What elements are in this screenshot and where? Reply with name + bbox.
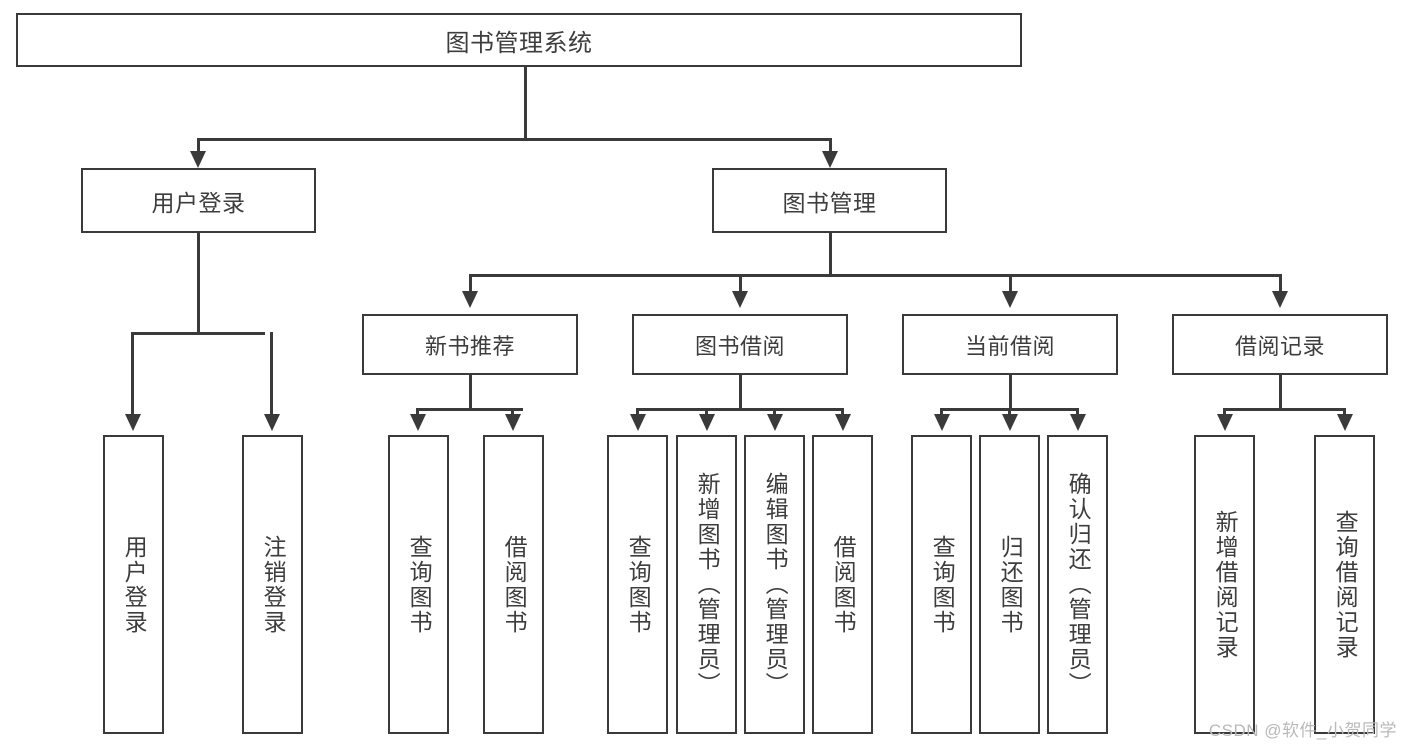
- connector-root-to-user-login: [197, 138, 200, 156]
- leaf-logout[interactable]: 注销登录: [242, 435, 303, 734]
- node-label: 图书管理系统: [445, 29, 593, 57]
- connector-book-borrow-stem: [739, 375, 742, 410]
- node-label: 新增图书（管理员）: [694, 472, 721, 697]
- connector-book-management-stem: [829, 233, 832, 276]
- connector-new-book-bus: [416, 408, 523, 411]
- leaf-add-borrow-record[interactable]: 新增借阅记录: [1194, 435, 1255, 734]
- arrow-down-icon: [1070, 414, 1086, 431]
- node-label: 图书借阅: [694, 333, 785, 359]
- leaf-query-borrow-record[interactable]: 查询借阅记录: [1314, 435, 1375, 734]
- connector-bm-to-new-book: [469, 274, 472, 294]
- node-root-book-management-system[interactable]: 图书管理系统: [16, 13, 1022, 67]
- connector-current-borrow-leaf-1: [940, 408, 943, 418]
- node-label: 当前借阅: [964, 333, 1055, 359]
- arrow-down-icon: [462, 291, 478, 308]
- node-label: 借阅图书: [501, 534, 528, 635]
- connector-root-to-book-management: [829, 138, 832, 156]
- node-label: 查询图书: [625, 534, 652, 635]
- connector-bm-to-borrow-record: [1279, 274, 1282, 294]
- node-label: 新增借阅记录: [1212, 509, 1239, 660]
- connector-borrow-record-leaf-2: [1343, 408, 1346, 418]
- node-borrow-record[interactable]: 借阅记录: [1172, 314, 1388, 375]
- connector-book-borrow-leaf-1: [636, 408, 639, 418]
- connector-user-login-leaf-2: [270, 332, 273, 418]
- arrow-down-icon: [732, 291, 748, 308]
- node-label: 用户登录: [121, 534, 148, 635]
- connector-new-book-stem: [469, 375, 472, 410]
- node-new-book-recommend[interactable]: 新书推荐: [362, 314, 578, 375]
- connector-borrow-record-stem: [1279, 375, 1282, 410]
- arrow-down-icon: [767, 414, 783, 431]
- connector-borrow-record-bus: [1223, 408, 1343, 411]
- leaf-query-book-current[interactable]: 查询图书: [911, 435, 972, 734]
- node-label: 确认归还（管理员）: [1065, 472, 1092, 697]
- arrow-down-icon: [1272, 291, 1288, 308]
- connector-bm-to-current-borrow: [1009, 274, 1012, 294]
- node-label: 借阅图书: [830, 534, 857, 635]
- arrow-down-icon: [1217, 414, 1233, 431]
- connector-root-stem: [524, 67, 527, 140]
- connector-new-book-leaf-1: [416, 408, 419, 418]
- connector-user-login-leaf-1: [131, 332, 134, 418]
- leaf-return-book[interactable]: 归还图书: [979, 435, 1040, 734]
- connector-user-login-stem: [197, 233, 200, 334]
- node-label: 借阅记录: [1234, 333, 1325, 359]
- node-book-borrow[interactable]: 图书借阅: [632, 314, 848, 375]
- leaf-borrow-book[interactable]: 借阅图书: [812, 435, 873, 734]
- node-book-management[interactable]: 图书管理: [712, 168, 947, 233]
- node-label: 归还图书: [997, 534, 1024, 635]
- arrow-down-icon: [1337, 414, 1353, 431]
- arrow-down-icon: [630, 414, 646, 431]
- arrow-down-icon: [505, 414, 521, 431]
- node-user-login[interactable]: 用户登录: [81, 168, 316, 233]
- connector-book-borrow-leaf-2: [705, 408, 708, 418]
- arrow-down-icon: [410, 414, 426, 431]
- connector-book-borrow-leaf-3: [773, 408, 776, 418]
- node-label: 查询图书: [929, 534, 956, 635]
- arrow-down-icon: [1002, 291, 1018, 308]
- connector-borrow-record-leaf-1: [1223, 408, 1226, 418]
- connector-current-borrow-leaf-3: [1076, 408, 1079, 418]
- node-label: 查询图书: [406, 534, 433, 635]
- node-label: 编辑图书（管理员）: [762, 472, 789, 697]
- connector-root-bus: [198, 138, 832, 141]
- connector-bm-to-book-borrow: [739, 274, 742, 294]
- arrow-down-icon: [934, 414, 950, 431]
- node-label: 图书管理: [782, 189, 877, 216]
- csdn-watermark: CSDN @软件_小贺同学: [1208, 721, 1397, 740]
- connector-book-borrow-leaf-4: [841, 408, 844, 418]
- connector-user-login-bus: [131, 332, 265, 335]
- leaf-user-login[interactable]: 用户登录: [103, 435, 164, 734]
- leaf-borrow-book-recommend[interactable]: 借阅图书: [483, 435, 544, 734]
- arrow-down-icon: [264, 414, 280, 431]
- arrow-down-icon: [190, 151, 206, 168]
- arrow-down-icon: [125, 414, 141, 431]
- node-label: 用户登录: [151, 189, 246, 216]
- node-label: 注销登录: [260, 534, 287, 635]
- arrow-down-icon: [835, 414, 851, 431]
- leaf-query-book-recommend[interactable]: 查询图书: [388, 435, 449, 734]
- node-current-borrow[interactable]: 当前借阅: [902, 314, 1118, 375]
- leaf-confirm-return-admin[interactable]: 确认归还（管理员）: [1047, 435, 1108, 734]
- arrow-down-icon: [699, 414, 715, 431]
- connector-book-borrow-bus: [636, 408, 844, 411]
- connector-book-management-bus: [469, 274, 1281, 277]
- node-label: 查询借阅记录: [1332, 509, 1359, 660]
- connector-current-borrow-leaf-2: [1008, 408, 1011, 418]
- arrow-down-icon: [1002, 414, 1018, 431]
- arrow-down-icon: [822, 151, 838, 168]
- leaf-add-book-admin[interactable]: 新增图书（管理员）: [676, 435, 737, 734]
- leaf-query-book-borrow[interactable]: 查询图书: [607, 435, 668, 734]
- connector-new-book-leaf-2: [511, 408, 514, 418]
- connector-current-borrow-stem: [1009, 375, 1012, 410]
- leaf-edit-book-admin[interactable]: 编辑图书（管理员）: [744, 435, 805, 734]
- node-label: 新书推荐: [424, 333, 515, 359]
